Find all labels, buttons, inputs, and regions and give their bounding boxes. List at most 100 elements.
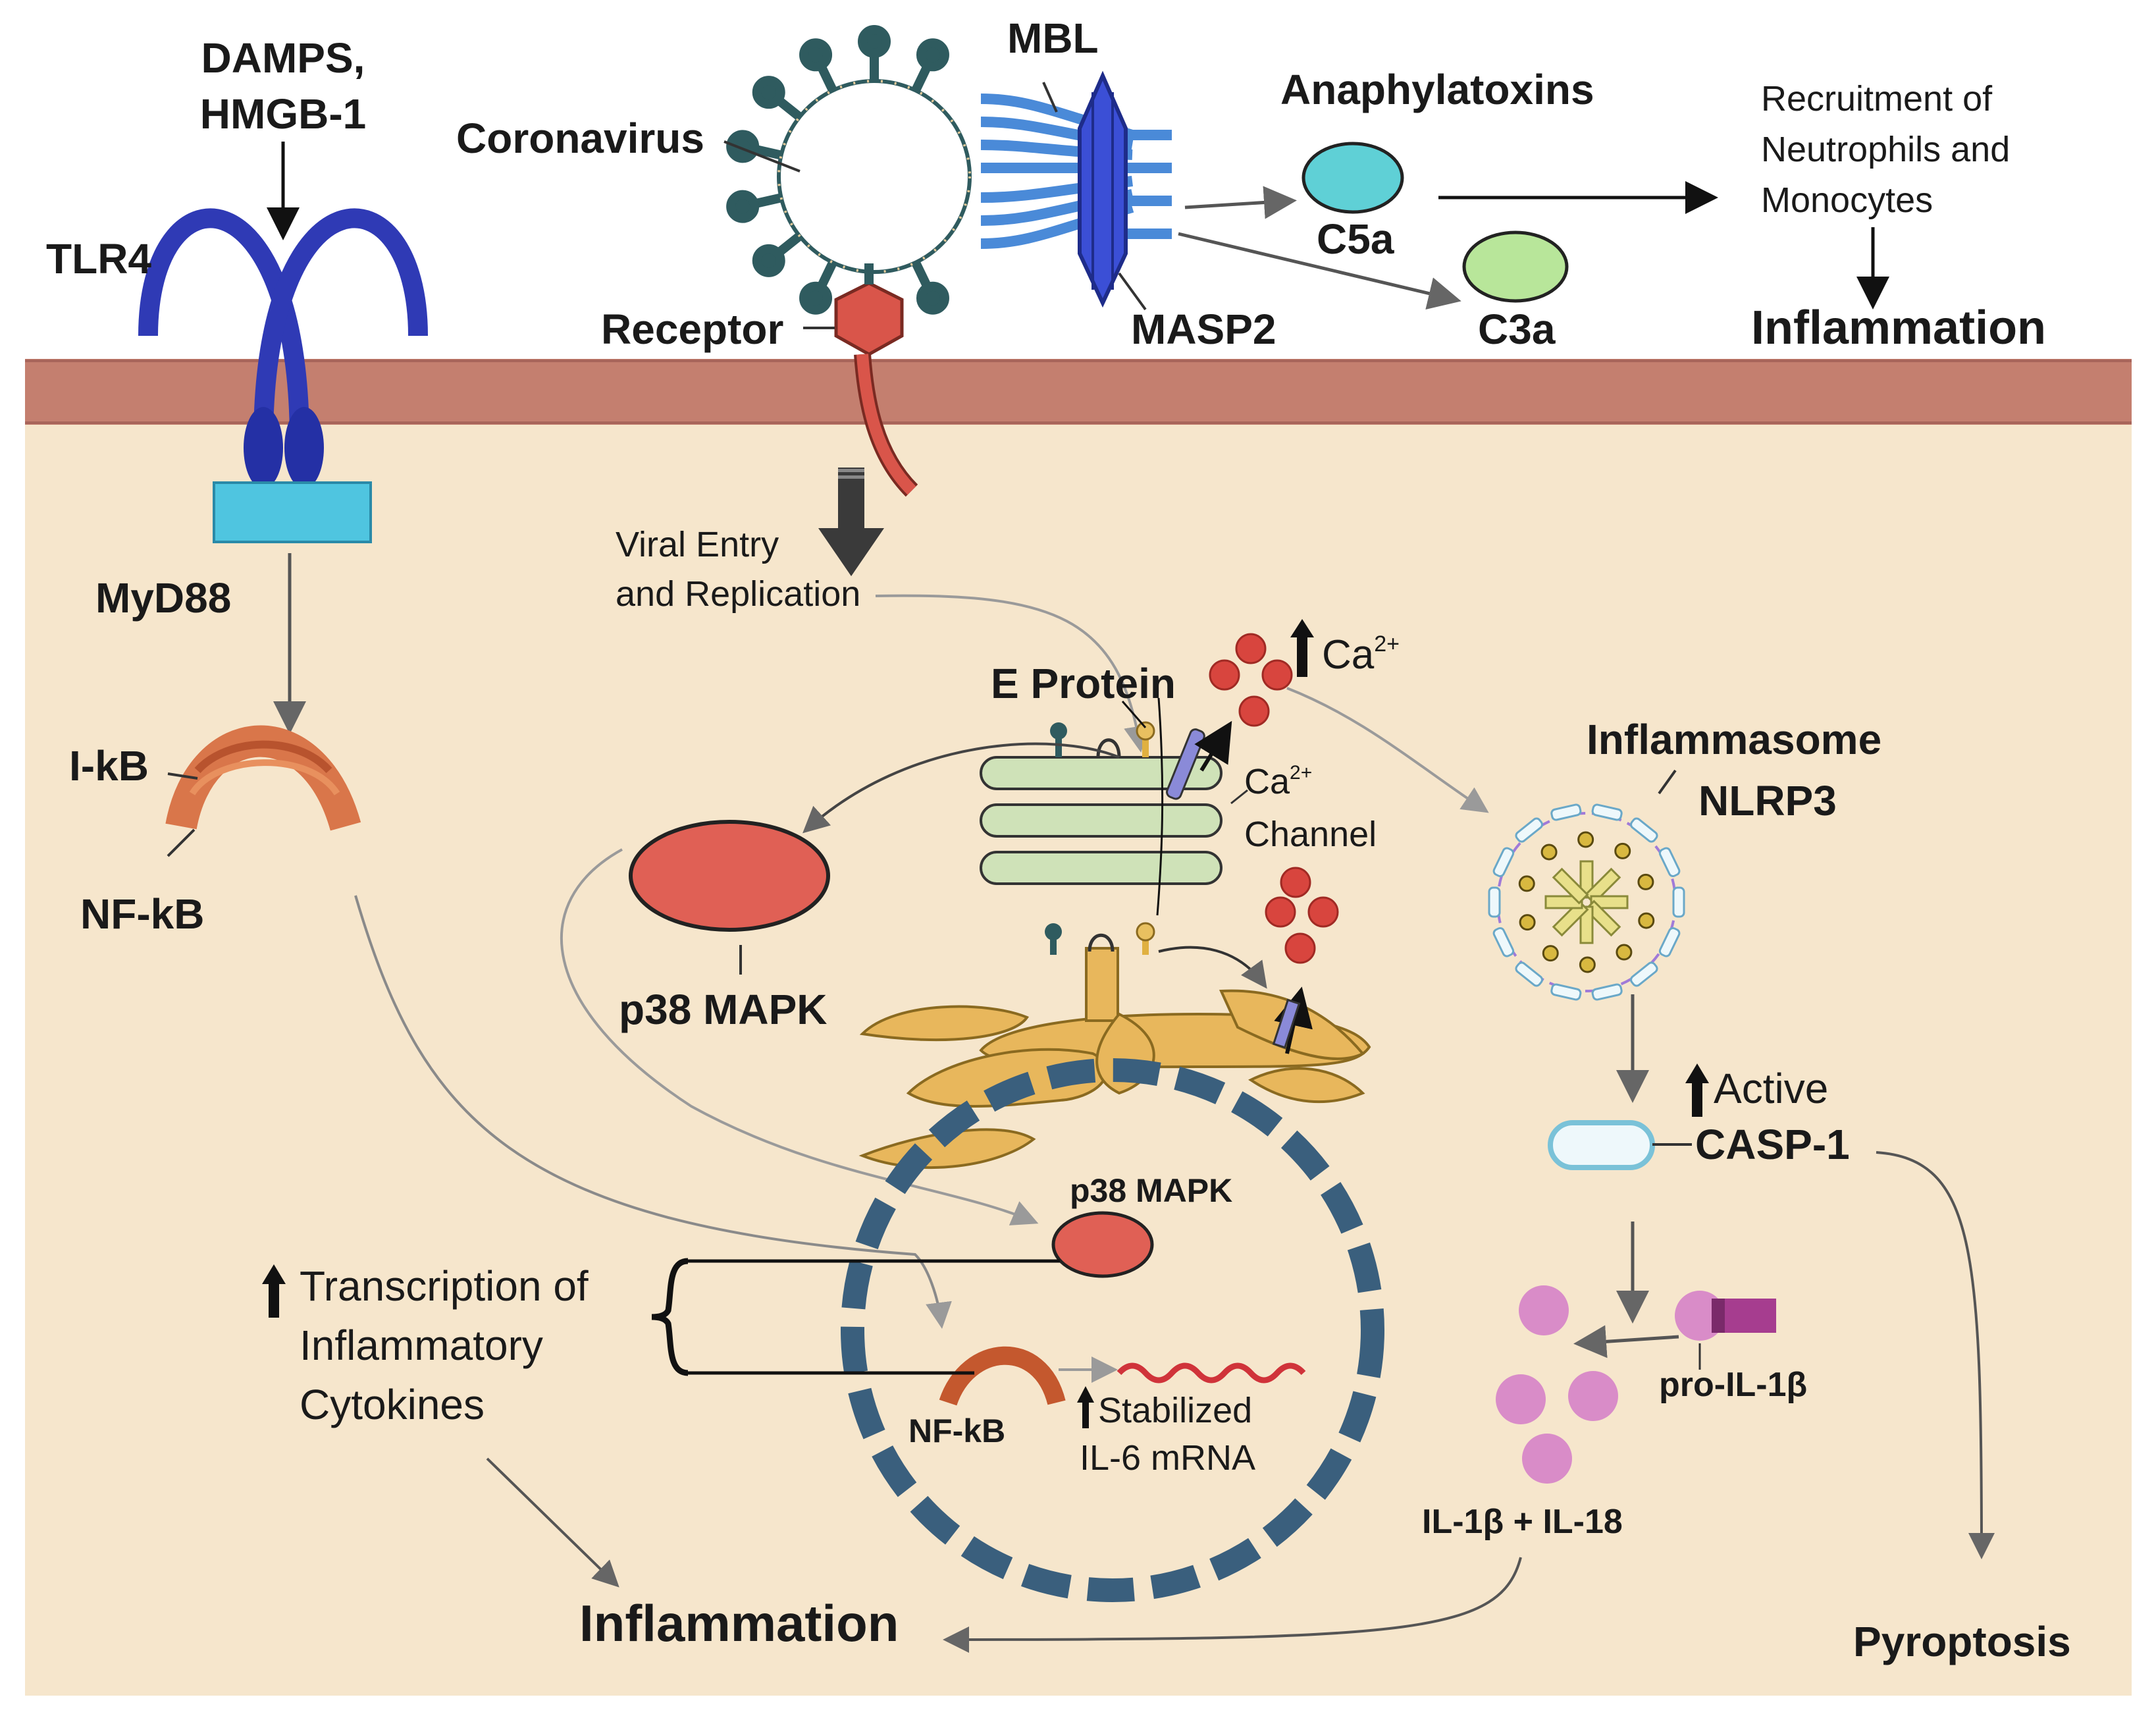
viral-entry-line2: and Replication <box>616 574 860 614</box>
p38-cyto-label: p38 MAPK <box>619 986 828 1033</box>
inflammasome-adaptor <box>1579 956 1596 973</box>
nlrp3-inflammasome <box>1488 803 1685 1001</box>
inflammasome-adaptor <box>1542 945 1559 962</box>
c3a-label: C3a <box>1478 306 1556 353</box>
e-protein-label: E Protein <box>991 660 1176 707</box>
inflammasome-core-spoke <box>1552 900 1589 937</box>
inflammasome-core-spoke <box>1544 895 1583 909</box>
pro-il1b-molecule <box>1675 1291 1776 1341</box>
inflammasome-adaptor <box>1637 873 1654 890</box>
transcription-line1: Transcription of <box>300 1262 589 1310</box>
stabilized-line2: IL-6 mRNA <box>1080 1438 1255 1478</box>
calcium-ions-top <box>1209 633 1293 727</box>
inflammasome-subunit <box>1515 961 1543 987</box>
inflammasome-subunit <box>1488 886 1501 918</box>
recruitment-line2: Neutrophils and <box>1761 130 2010 169</box>
viral-entry-line1: Viral Entry <box>616 525 779 564</box>
inflammasome-core-spoke <box>1584 867 1621 905</box>
channel-label: Channel <box>1244 815 1377 854</box>
virus-spike-head <box>916 38 949 72</box>
golgi-membrane-receptors <box>1045 922 1155 955</box>
inflammasome-subunit <box>1591 803 1623 821</box>
virus-spike-head <box>799 281 833 315</box>
masp2-protein <box>1078 70 1128 308</box>
up-arrow-icon <box>1077 1386 1094 1428</box>
nfkb-nucleus <box>939 1346 1066 1406</box>
inflammasome-subunit <box>1550 983 1582 1001</box>
il1b-il18-label: IL-1β + IL-18 <box>1422 1503 1623 1541</box>
stabilized-line1: Stabilized <box>1098 1391 1252 1430</box>
virus-spike-head <box>799 38 833 72</box>
inflammasome-adaptor <box>1540 844 1558 861</box>
up-arrow-icon <box>1685 1063 1709 1117</box>
inflammasome-subunit <box>1550 803 1582 821</box>
nlrp3-label: NLRP3 <box>1698 777 1837 824</box>
casp1-molecule <box>1548 1120 1655 1170</box>
p38-mapk-cytoplasm <box>629 820 830 932</box>
mbl-protein <box>980 94 1172 249</box>
inflammation-top-label: Inflammation <box>1751 302 2046 354</box>
cell-membrane <box>25 359 2132 425</box>
inflammation-bottom-label: Inflammation <box>579 1594 899 1652</box>
tlr4-receptor <box>138 208 428 489</box>
tlr4-label: TLR4 <box>46 235 151 282</box>
inflammasome-adaptor <box>1519 914 1536 931</box>
inflammasome-subunit <box>1658 927 1681 957</box>
up-arrow-icon <box>1290 619 1314 677</box>
inflammasome-subunit <box>1492 847 1515 878</box>
inflammasome-subunit <box>1658 847 1681 878</box>
il6-mrna <box>1117 1362 1306 1384</box>
transcription-line3: Cytokines <box>300 1381 485 1428</box>
inflammasome-subunit <box>1672 886 1685 918</box>
inflammasome-adaptor <box>1614 842 1631 859</box>
casp1-label: CASP-1 <box>1695 1121 1850 1168</box>
recruitment-line3: Monocytes <box>1761 180 1933 220</box>
p38-mapk-nucleus <box>1051 1211 1154 1278</box>
ca-channel-label: Ca2+ <box>1244 762 1312 801</box>
virus-spike-head <box>752 244 785 277</box>
inflammasome-core-spoke <box>1590 895 1629 909</box>
coronavirus-label: Coronavirus <box>456 115 704 162</box>
host-receptor <box>834 263 918 497</box>
viral-entry-arrow <box>818 468 884 576</box>
inflammasome-adaptor <box>1577 831 1594 848</box>
virus-spike-head <box>726 190 760 223</box>
myd88-label: MyD88 <box>95 574 231 622</box>
c5a-molecule <box>1301 142 1404 214</box>
nfkb-cyto-label: NF-kB <box>80 890 204 938</box>
myd88-box <box>213 481 372 543</box>
up-arrow-icon <box>262 1264 286 1318</box>
nucleus-envelope <box>841 1058 1384 1602</box>
transcription-line2: Inflammatory <box>300 1322 543 1369</box>
inflammasome-core-spoke <box>1552 867 1589 905</box>
active-label: Active <box>1714 1065 1828 1112</box>
recruitment-line1: Recruitment of <box>1761 79 1993 119</box>
golgi-apparatus <box>858 947 1371 1169</box>
inflammasome-subunit <box>1515 817 1543 843</box>
pro-il1b-label: pro-IL-1β <box>1659 1366 1807 1404</box>
inflammasome-adaptor <box>1616 944 1633 961</box>
inflammasome-label: Inflammasome <box>1587 716 1881 763</box>
inflammasome-core-spoke <box>1579 905 1594 944</box>
calcium-ions-lower <box>1265 867 1339 964</box>
ikb-label: I-kB <box>69 742 149 790</box>
er-membrane-receptors <box>1050 721 1155 758</box>
virus-spike-head <box>752 76 785 109</box>
c3a-molecule <box>1462 230 1569 303</box>
pyroptosis-label: Pyroptosis <box>1853 1618 2071 1665</box>
inflammasome-core-spoke <box>1579 860 1594 899</box>
anaphylatoxins-label: Anaphylatoxins <box>1280 66 1594 113</box>
c5a-label: C5a <box>1317 215 1394 263</box>
receptor-label: Receptor <box>601 306 783 353</box>
inflammasome-subunit <box>1630 961 1658 987</box>
ca-top-label: Ca2+ <box>1322 632 1400 678</box>
nfkb-nuc-label: NF-kB <box>908 1412 1005 1449</box>
calcium-channel <box>1166 720 1232 800</box>
coronavirus-particle <box>726 25 972 315</box>
inflammasome-adaptor <box>1638 912 1655 929</box>
inflammasome-subunit <box>1630 817 1658 843</box>
inflammasome-adaptor <box>1518 875 1535 892</box>
p38-nuc-label: p38 MAPK <box>1070 1172 1232 1209</box>
